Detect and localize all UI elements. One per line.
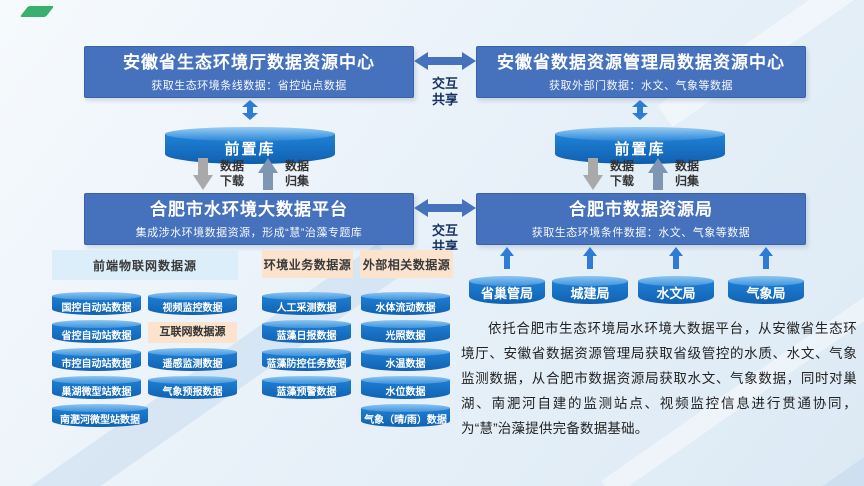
bureau-cylinder-hydrology: 水文局 (638, 276, 714, 304)
cylinder-label: 气象（晴/雨）数据 (364, 415, 447, 426)
download-arrow-icon (193, 158, 213, 190)
staging-db-cylinder-right: 前置库 (555, 127, 725, 164)
flow-line1: 数据 (285, 159, 310, 173)
cylinder-label: 遥感监测数据 (162, 359, 223, 370)
cylinder-label: 前置库 (224, 141, 276, 158)
cylinder-label: 蓝藻预警数据 (276, 387, 337, 398)
collect-arrow-icon (258, 158, 278, 190)
flow-label-collect: 数据 归集 (285, 159, 309, 189)
flow-line1: 数据 (675, 159, 700, 173)
exchange-line1: 交互 (431, 76, 458, 91)
cylinder-label: 前置库 (614, 141, 666, 158)
box-anhui-eco-env-data-center: 安徽省生态环境厅数据资源中心 获取生态环境条线数据：省控站点数据 (84, 46, 414, 98)
data-cylinder-weather-sun-rain: 气象（晴/雨）数据 (361, 404, 450, 427)
cylinder-label: 水体流动数据 (375, 303, 436, 314)
corner-accent-shape (19, 6, 55, 17)
exchange-share-top: 交互 共享 (414, 52, 476, 107)
box-title: 合肥市数据资源局 (569, 200, 713, 219)
data-cylinder-remote-sensing: 遥感监测数据 (148, 348, 237, 371)
cylinder-label: 巢湖微型站数据 (61, 387, 132, 398)
cylinder-label: 气象局 (746, 286, 786, 301)
double-arrow-vertical-icon (242, 100, 258, 120)
box-subtitle: 集成涉水环境数据资源，形成“慧”治藻专题库 (135, 227, 363, 240)
data-cylinder-city-auto-station: 市控自动站数据 (52, 348, 141, 371)
cylinder-label: 蓝藻防控任务数据 (266, 359, 347, 370)
collect-arrow-icon (648, 158, 668, 190)
up-arrow-icon (669, 247, 683, 269)
exchange-line1: 交互 (431, 223, 458, 238)
exchange-line2: 共享 (431, 238, 458, 254)
exchange-label: 交互 共享 (414, 76, 476, 107)
box-title: 安徽省生态环境厅数据资源中心 (123, 53, 375, 72)
data-cylinder-water-level: 水位数据 (361, 376, 450, 399)
exchange-line2: 共享 (431, 91, 458, 107)
bureau-cylinder-meteorology: 气象局 (728, 276, 804, 304)
exchange-label: 交互 共享 (414, 223, 476, 254)
cylinder-label: 气象预报数据 (162, 387, 223, 398)
exchange-share-middle: 交互 共享 (414, 199, 476, 254)
data-cylinder-manual-sampling: 人工采测数据 (262, 292, 351, 315)
flow-line1: 数据 (220, 159, 245, 173)
double-arrow-vertical-icon (632, 100, 648, 120)
box-subtitle: 获取外部门数据：水文、气象等数据 (549, 80, 733, 93)
up-arrow-icon (583, 247, 597, 269)
data-cylinder-algae-warning: 蓝藻预警数据 (262, 376, 351, 399)
group-header-iot: 前端物联网数据源 (52, 250, 238, 280)
cylinder-label: 水位数据 (385, 387, 426, 398)
group-header-internet: 互联网数据源 (148, 322, 237, 343)
cylinder-label: 省巢管局 (480, 286, 533, 301)
data-cylinder-algae-daily-report: 蓝藻日报数据 (262, 320, 351, 343)
cylinder-label: 国控自动站数据 (61, 303, 132, 314)
double-arrow-horizontal-icon (414, 52, 476, 70)
cylinder-label: 水文局 (656, 286, 696, 301)
staging-db-cylinder-left: 前置库 (165, 127, 335, 164)
flow-line2: 归集 (675, 174, 700, 188)
cylinder-label: 人工采测数据 (276, 303, 337, 314)
box-subtitle: 获取生态环境条件数据：水文、气象等数据 (531, 227, 751, 240)
flow-line1: 数据 (610, 159, 635, 173)
box-subtitle: 获取生态环境条线数据：省控站点数据 (151, 80, 347, 93)
data-cylinder-national-auto-station: 国控自动站数据 (52, 292, 141, 315)
data-cylinder-weather-forecast: 气象预报数据 (148, 376, 237, 399)
box-hefei-data-resource-bureau: 合肥市数据资源局 获取生态环境条件数据：水文、气象等数据 (476, 193, 806, 245)
download-arrow-icon (583, 158, 603, 190)
data-cylinder-video-surveillance: 视频监控数据 (148, 292, 237, 315)
description-paragraph: 依托合肥市生态环境局水环境大数据平台，从安徽省生态环境厅、安徽省数据资源管理局获… (461, 321, 857, 437)
cylinder-label: 光照数据 (385, 331, 426, 342)
cylinder-label: 省控自动站数据 (61, 331, 132, 342)
data-cylinder-nanfeihe-micro-station: 南淝河微型站数据 (52, 404, 148, 427)
data-cylinder-chaohu-micro-station: 巢湖微型站数据 (52, 376, 141, 399)
bureau-cylinder-chaohu-admin: 省巢管局 (469, 276, 545, 304)
box-anhui-data-resource-bureau-center: 安徽省数据资源管理局数据资源中心 获取外部门数据：水文、气象等数据 (476, 46, 806, 98)
flow-line2: 下载 (220, 174, 245, 188)
cylinder-label: 视频监控数据 (162, 303, 223, 314)
cylinder-label: 蓝藻日报数据 (276, 331, 337, 342)
double-arrow-horizontal-icon (414, 199, 476, 217)
flow-label-download: 数据 下载 (610, 159, 634, 189)
up-arrow-icon (500, 247, 514, 269)
bureau-cylinder-urban-construction: 城建局 (552, 276, 628, 304)
group-header-external: 外部相关数据源 (360, 250, 453, 278)
cylinder-label: 南淝河微型站数据 (60, 415, 140, 426)
cylinder-label: 水温数据 (385, 359, 426, 370)
cylinder-label: 城建局 (570, 286, 610, 301)
flow-label-download: 数据 下载 (220, 159, 244, 189)
box-title: 安徽省数据资源管理局数据资源中心 (497, 53, 785, 72)
data-cylinder-water-temperature: 水温数据 (361, 348, 450, 371)
data-cylinder-sunlight: 光照数据 (361, 320, 450, 343)
flow-line2: 归集 (285, 174, 310, 188)
flow-line2: 下载 (610, 174, 635, 188)
cylinder-label: 市控自动站数据 (61, 359, 132, 370)
flow-label-collect: 数据 归集 (675, 159, 699, 189)
data-cylinder-provincial-auto-station: 省控自动站数据 (52, 320, 141, 343)
group-header-env-business: 环境业务数据源 (262, 250, 353, 278)
box-hefei-water-env-bigdata-platform: 合肥市水环境大数据平台 集成涉水环境数据资源，形成“慧”治藻专题库 (84, 193, 414, 245)
data-cylinder-water-flow: 水体流动数据 (361, 292, 450, 315)
box-title: 合肥市水环境大数据平台 (150, 200, 348, 219)
up-arrow-icon (759, 247, 773, 269)
data-cylinder-algae-control-task: 蓝藻防控任务数据 (262, 348, 351, 371)
